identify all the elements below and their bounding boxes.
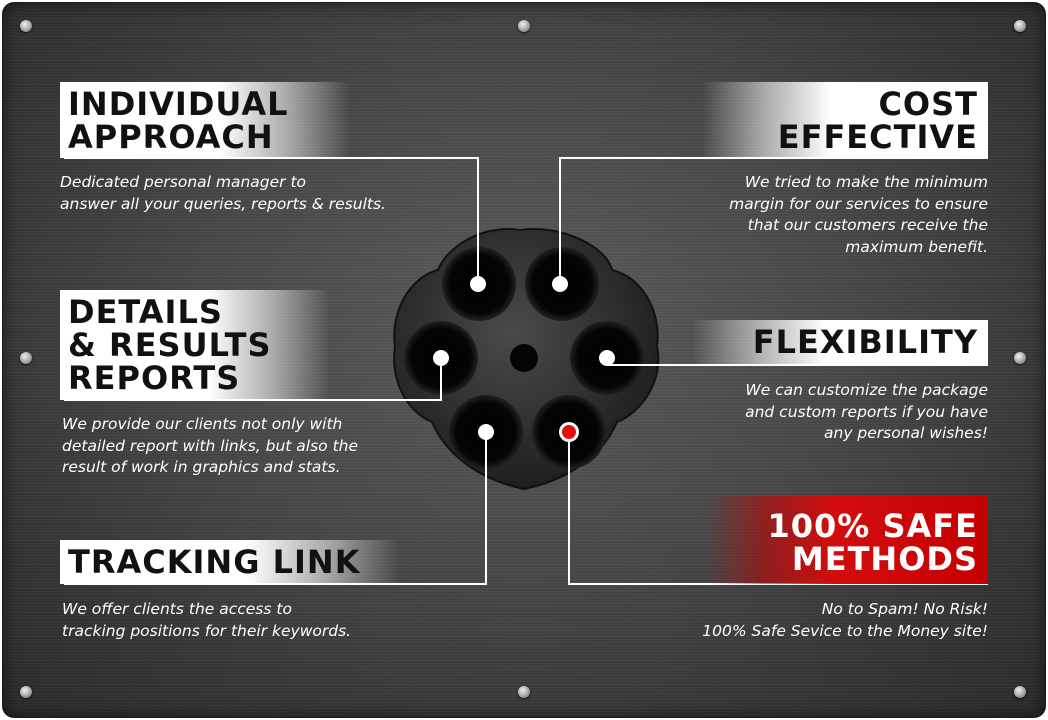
feature-title-details-results-reports: DETAILS & RESULTS REPORTS: [60, 290, 330, 400]
screw-icon: [1014, 686, 1026, 698]
screw-icon: [20, 686, 32, 698]
feature-title-tracking-link: TRACKING LINK: [60, 540, 400, 584]
screw-icon: [1014, 352, 1026, 364]
feature-title-individual-approach: INDIVIDUAL APPROACH: [60, 82, 350, 158]
feature-description-flexibility: We can customize the package and custom …: [745, 381, 988, 442]
feature-description-tracking-link: We offer clients the access to tracking …: [62, 600, 352, 640]
feature-title-cost-effective: COST EFFECTIVE: [702, 82, 988, 158]
screw-icon: [518, 20, 530, 32]
feature-description-safe-methods: No to Spam! No Risk! 100% Safe Sevice to…: [702, 600, 988, 640]
screw-icon: [20, 352, 32, 364]
screw-icon: [518, 686, 530, 698]
feature-description-details-results-reports: We provide our clients not only with det…: [62, 415, 359, 476]
feature-description-individual-approach: Dedicated personal manager to answer all…: [60, 173, 386, 213]
feature-title-safe-methods: 100% SAFE METHODS: [708, 496, 988, 584]
feature-title-flexibility: FLEXIBILITY: [692, 320, 988, 365]
screw-icon: [1014, 20, 1026, 32]
screw-icon: [20, 20, 32, 32]
feature-description-cost-effective: We tried to make the minimum margin for …: [729, 173, 988, 256]
